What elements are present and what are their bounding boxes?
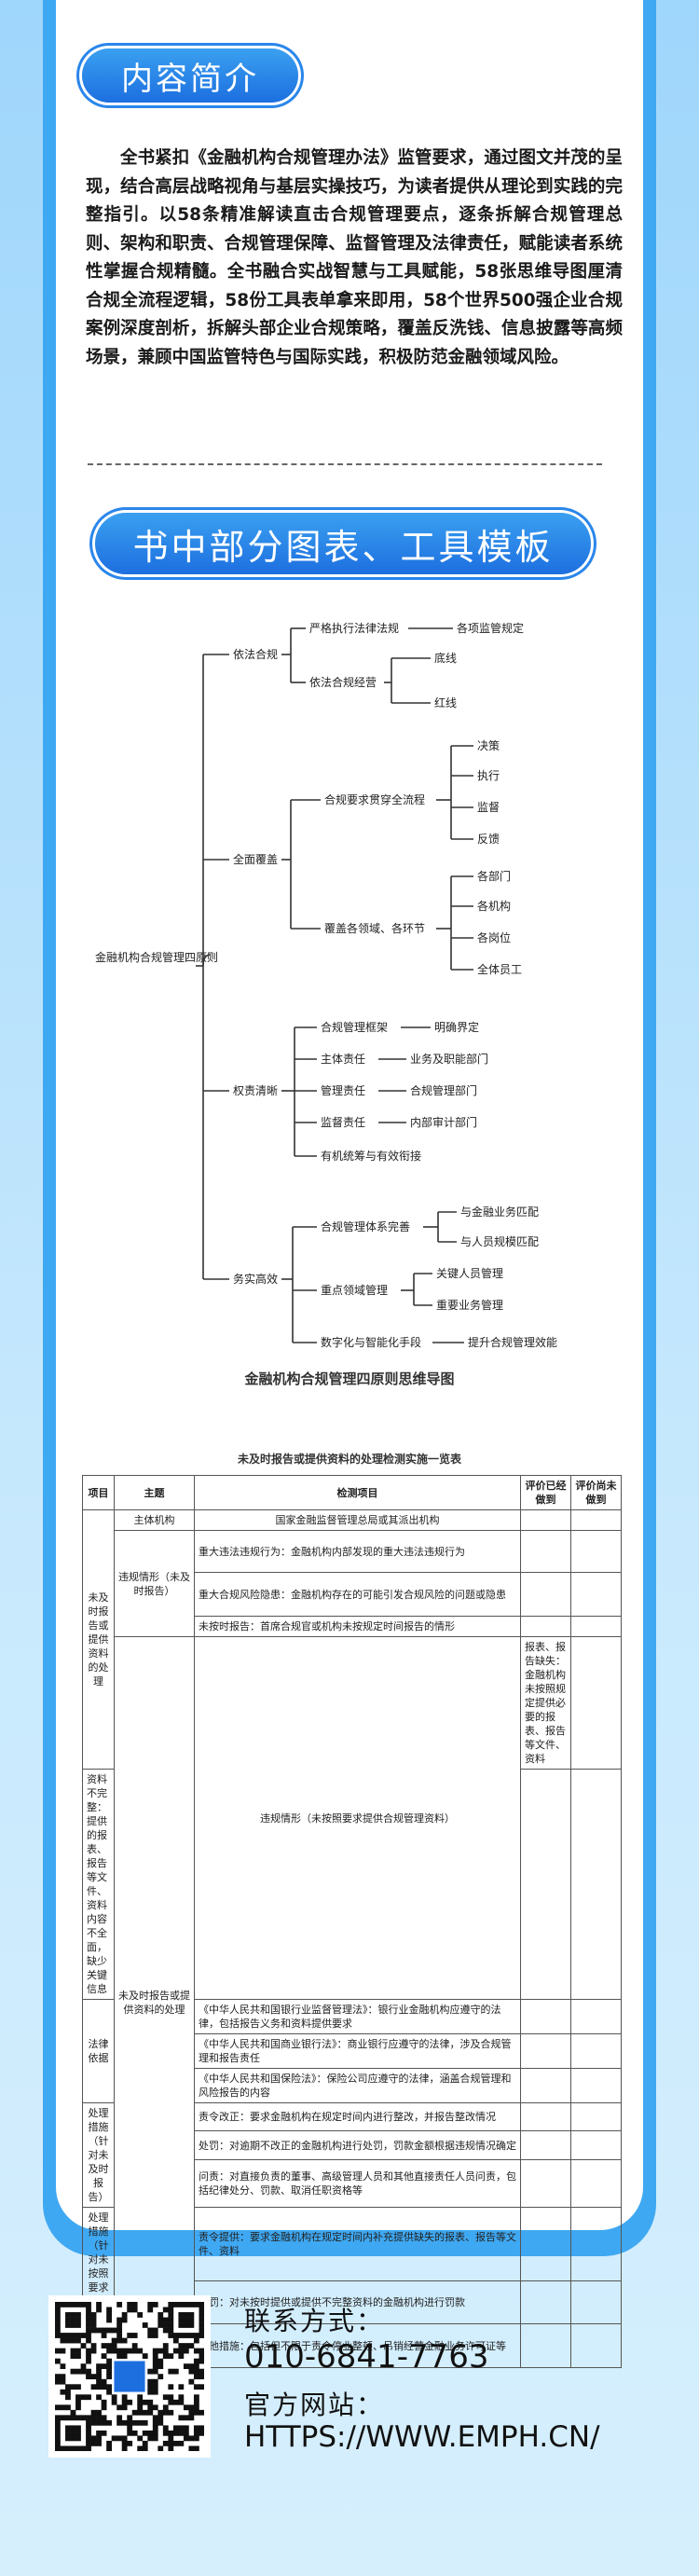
website-link[interactable]: HTTPS://WWW.EMPH.CN/: [244, 2420, 600, 2454]
mm-b2-c1-s1: 决策: [477, 739, 500, 752]
cell-b4-3: 其他措施：包括但不限于责令停业整顿、吊销经营金融业务许可证等: [194, 2323, 521, 2368]
mm-b3-c1: 合规管理框架: [321, 1020, 388, 1034]
mindmap: 金融机构合规管理四原则 依法合规 严格执行法律法规 各项监管规定 依法合规经营 …: [95, 621, 557, 1349]
table-row: 法律依据 《中华人民共和国银行业监督管理法》：银行业金融机构应遵守的法律，包括报…: [82, 1999, 622, 2103]
table-row: 资料不完整：提供的报表、报告等文件、资料内容不全面，缺少关键信息: [82, 1769, 622, 2000]
mm-b3-c2-s1: 业务及职能部门: [410, 1052, 488, 1066]
table-header-row: 项目 主题 检测项目 评价已经做到 评价尚未做到: [82, 1475, 622, 1510]
th-done: 评价已经做到: [520, 1475, 571, 1510]
table-row: 《中华人民共和国保险法》：保险公司应遵守的法律，涵盖合规管理和风险报告的内容: [83, 2068, 622, 2103]
table-row: 问责：对直接负责的董事、高级管理人员和其他直接责任人员问责，包括纪律处分、罚款、…: [83, 2158, 622, 2209]
mm-b2-c2-s3: 各岗位: [477, 930, 511, 944]
group-b: 未及时报告或提供资料的处理: [114, 1636, 195, 2368]
cell-b4-1: 责令提供：要求金融机构在规定时间内补充提供缺失的报表、报告等文件、资料: [194, 2207, 521, 2281]
table-row: 处理措施（针对未及时报告） 责令改正：要求金融机构在规定时间内进行整改，并报告整…: [82, 2101, 622, 2208]
mm-branch-4: 务实高效: [233, 1272, 278, 1286]
mm-b2-c1-s4: 反馈: [477, 833, 500, 846]
mm-b2-c2: 覆盖各领域、各环节: [324, 921, 425, 935]
mindmap-caption: 金融机构合规管理四原则思维导图: [244, 1371, 455, 1387]
theme-a1: 主体机构: [114, 1509, 195, 1531]
mm-branch-1: 依法合规: [233, 647, 278, 661]
theme-b2: 法律依据: [82, 1999, 115, 2103]
mm-b1-c2-s2: 红线: [434, 696, 457, 709]
mm-root: 金融机构合规管理四原则: [95, 950, 218, 964]
cell-b2-3: 《中华人民共和国保险法》：保险公司应遵守的法律，涵盖合规管理和风险报告的内容: [194, 2068, 521, 2103]
theme-b1: 违规情形（未按照要求提供合规管理资料）: [194, 1636, 521, 2000]
cell-b4-2: 处罚：对未按时提供或提供不完整资料的金融机构进行罚款: [194, 2280, 521, 2325]
theme-b3: 处理措施（针对未及时报告）: [82, 2102, 115, 2208]
mm-b2-c1-s2: 执行: [477, 769, 500, 782]
cell-a2-1: 重大违法违规行为：金融机构内部发现的重大违法违规行为: [194, 1530, 521, 1573]
cell-a2-2: 重大合规风险隐患：金融机构存在的可能引发合规风险的问题或隐患: [194, 1572, 521, 1617]
contact-phone: 010-6841-7763: [244, 2338, 489, 2376]
mm-b4-c2-s2: 重要业务管理: [436, 1298, 503, 1312]
table-row: 未及时报告或提供资料的处理 违规情形（未按照要求提供合规管理资料） 报表、报告缺…: [83, 1636, 622, 2368]
mm-b3-c4-s1: 内部审计部门: [410, 1115, 477, 1129]
mm-branch-3: 权责清晰: [233, 1084, 278, 1097]
table-row: 处罚：对未按时提供或提供不完整资料的金融机构进行罚款: [83, 2280, 622, 2325]
group-a: 未及时报告或提供资料的处理: [82, 1509, 115, 1770]
table-row: 其他措施：包括但不限于责令停业整顿、吊销经营金融业务许可证等: [83, 2323, 622, 2368]
mm-b3-c4: 监督责任: [321, 1115, 365, 1129]
inspection-table: 项目 主题 检测项目 评价已经做到 评价尚未做到 未及时报告或提供资料的处理 主…: [82, 1475, 622, 2368]
table-row: 未及时报告或提供资料的处理 主体机构 国家金融监督管理总局或其派出机构: [82, 1509, 622, 1770]
table-row: 未按时报告：首席合规官或机构未按规定时间报告的情形: [83, 1616, 622, 1637]
cell-b2-1: 《中华人民共和国银行业监督管理法》：银行业金融机构应遵守的法律，包括报告义务和资…: [194, 1999, 521, 2034]
mm-b1-c2: 依法合规经营: [309, 675, 377, 689]
cell-b1-1: 报表、报告缺失：金融机构未按照规定提供必要的报表、报告等文件、资料: [520, 1636, 571, 1770]
qr-code: [48, 2295, 211, 2458]
dashed-divider: [88, 463, 602, 465]
cell-b3-3: 问责：对直接负责的董事、高级管理人员和其他直接责任人员问责，包括纪律处分、罚款、…: [194, 2158, 521, 2209]
th-theme: 主题: [114, 1475, 195, 1510]
table-row: 处罚：对逾期不改正的金融机构进行处罚，罚款金额根据违规情况确定: [83, 2130, 622, 2160]
mm-b3-c2: 主体责任: [321, 1053, 365, 1066]
cell-b1-2: 资料不完整：提供的报表、报告等文件、资料内容不全面，缺少关键信息: [82, 1769, 115, 2000]
table-row: 违规情形（未及时报告） 重大违法违规行为：金融机构内部发现的重大违法违规行为: [83, 1530, 622, 1637]
mm-b2-c2-s4: 全体员工: [477, 962, 522, 976]
website-label: 官方网站：: [244, 2390, 385, 2420]
mm-b2-c1-s3: 监督: [477, 800, 500, 814]
cell-a1: 国家金融监督管理总局或其派出机构: [194, 1509, 521, 1531]
contact-label: 联系方式：: [244, 2306, 385, 2336]
qr-code-icon: [55, 2302, 204, 2451]
cell-b3-2: 处罚：对逾期不改正的金融机构进行处罚，罚款金额根据违规情况确定: [194, 2130, 521, 2160]
section-title-charts: 书中部分图表、工具模板: [95, 513, 591, 574]
cell-a2-3: 未按时报告：首席合规官或机构未按规定时间报告的情形: [194, 1616, 521, 1637]
mm-b2-c2-s1: 各部门: [477, 869, 511, 883]
table-row: 处理措施（针对未按照要求提供合规管理资料） 责令提供：要求金融机构在规定时间内补…: [82, 2207, 622, 2368]
mm-b1-c1-s1: 各项监管规定: [457, 621, 524, 635]
mm-b3-c1-s1: 明确界定: [434, 1020, 479, 1034]
th-notdone: 评价尚未做到: [570, 1475, 622, 1510]
mm-b1-c2-s1: 底线: [434, 651, 457, 665]
table-row: 《中华人民共和国商业银行法》：商业银行应遵守的法律，涉及合规管理和报告责任: [83, 2033, 622, 2069]
mm-b3-c3-s1: 合规管理部门: [410, 1083, 477, 1097]
theme-a2: 违规情形（未及时报告）: [114, 1530, 195, 1637]
mm-b4-c3: 数字化与智能化手段: [321, 1335, 421, 1349]
mm-b2-c1: 合规要求贯穿全流程: [324, 792, 425, 806]
mm-b3-c5: 有机统筹与有效衔接: [321, 1149, 421, 1163]
mm-b4-c3-s1: 提升合规管理效能: [468, 1335, 557, 1349]
mm-b4-c1-s2: 与人员规模匹配: [460, 1234, 539, 1248]
mm-b4-c1-s1: 与金融业务匹配: [460, 1205, 539, 1219]
mm-b4-c1: 合规管理体系完善: [321, 1219, 410, 1233]
mm-b2-c2-s2: 各机构: [477, 899, 511, 913]
mm-branch-2: 全面覆盖: [233, 852, 278, 866]
table-title: 未及时报告或提供资料的处理检测实施一览表: [237, 1453, 461, 1466]
th-item: 项目: [82, 1475, 115, 1510]
section-title-intro: 内容简介: [82, 48, 298, 103]
mm-b4-c2: 重点领域管理: [321, 1283, 388, 1297]
cell-b2-2: 《中华人民共和国商业银行法》：商业银行应遵守的法律，涉及合规管理和报告责任: [194, 2033, 521, 2069]
th-check: 检测项目: [194, 1475, 521, 1510]
mm-b3-c3: 管理责任: [321, 1083, 365, 1097]
intro-paragraph: 全书紧扣《金融机构合规管理办法》监管要求，通过图文并茂的呈现，结合高层战略视角与…: [86, 148, 623, 367]
mm-b1-c1: 严格执行法律法规: [309, 621, 399, 635]
mm-b4-c2-s1: 关键人员管理: [436, 1266, 503, 1280]
cell-b3-1: 责令改正：要求金融机构在规定时间内进行整改，并报告整改情况: [194, 2101, 521, 2132]
